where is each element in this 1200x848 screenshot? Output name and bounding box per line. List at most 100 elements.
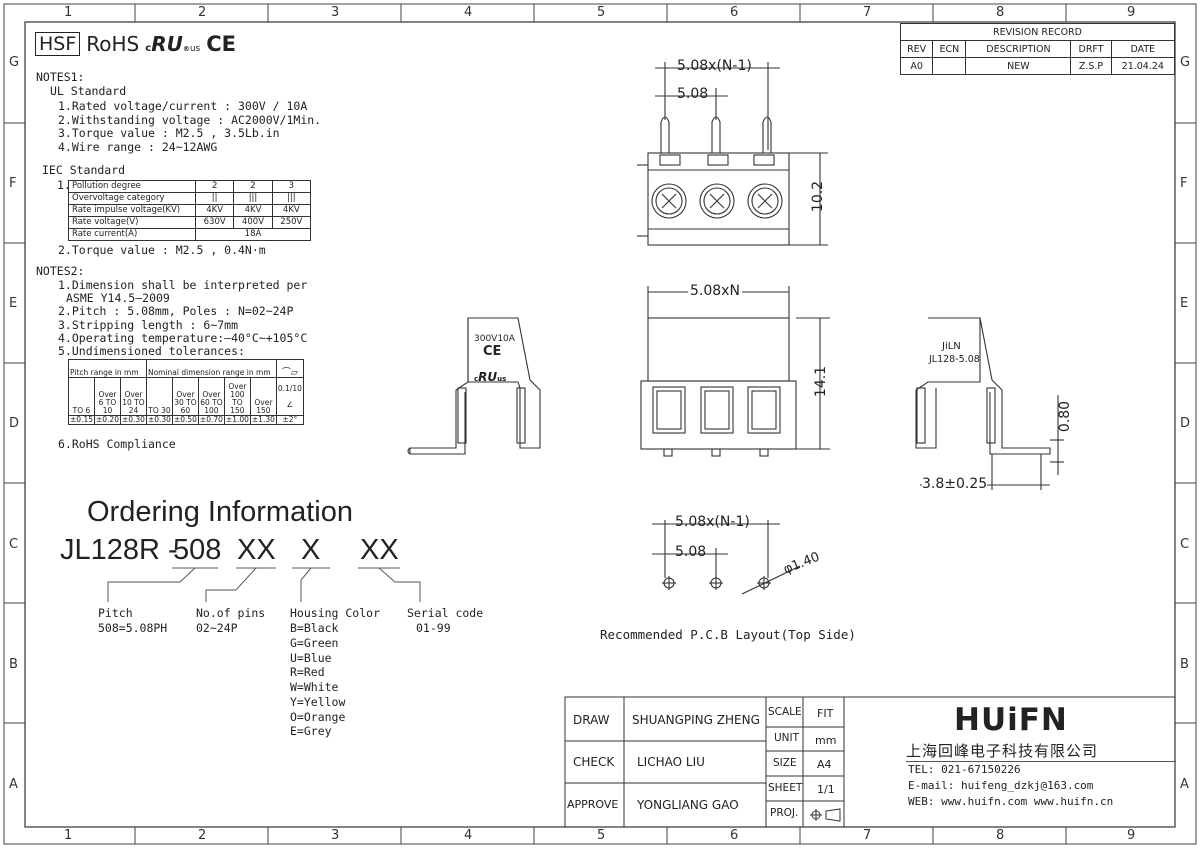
dim-top-pitch: 5.08 [677,86,709,102]
notes2-title: NOTES2: [36,264,85,278]
company-name: 上海回峰电子科技有限公司 [906,740,1176,762]
zone-col-7: 7 [863,5,872,20]
notes2-item-1: 1.Dimension shall be interpreted per [58,278,308,292]
right-side-view [915,317,1064,490]
zone-row-g-right: G [1180,55,1191,70]
side-model: JL128-5.08 [929,354,980,365]
dim-front-width: 5.08xN [688,283,742,299]
color-u: U=Blue [290,651,332,665]
side-ce-mark: CE [483,344,502,359]
zone-col-1-bottom: 1 [64,828,73,843]
rohs-compliance: 6.RoHS Compliance [58,437,176,451]
ce-logo: CE [206,32,236,56]
side-brand: JiLN [942,341,961,352]
zone-row-e: E [9,296,18,311]
left-side-view [407,317,541,455]
zone-row-f-right: F [1180,176,1188,191]
ordering-title: Ordering Information [87,496,353,528]
company-tel: TEL: 021-67150226 [908,763,1021,776]
sheet-value: 1/1 [817,783,835,796]
size-value: A4 [817,758,832,771]
zone-col-5-bottom: 5 [597,828,606,843]
dim-top-pitch-n: 5.08x(N-1) [677,58,752,74]
draw-name: SHUANGPING ZHENG [632,713,760,727]
zone-row-b-right: B [1180,657,1189,672]
zone-row-f: F [9,176,17,191]
zone-col-3: 3 [331,5,340,20]
front-view [640,286,830,457]
color-e: E=Grey [290,724,332,738]
color-b: B=Black [290,621,339,635]
pcb-caption: Recommended P.C.B Layout(Top Side) [600,627,856,642]
zone-row-c: C [9,537,19,552]
ul-item-3: 3.Torque value : M2.5 , 3.5Lb.in [58,126,280,140]
pcb-layout [652,520,801,595]
scale-value: FIT [817,707,834,720]
unit-label: UNIT [774,732,800,744]
notes2-item-5: 5.Undimensioned tolerances: [58,344,245,358]
zone-row-d: D [9,416,20,431]
color-y: Y=Yellow [290,695,346,709]
hsf-logo: HSF [35,32,81,56]
dim-pcb-pitch-n: 5.08x(N-1) [675,514,750,530]
draw-label: DRAW [573,713,610,727]
side-ul-mark: cRUus [474,370,507,384]
zone-row-a-right: A [1180,777,1189,792]
part-pins: XX [237,534,276,566]
projection-symbol-icon [810,808,841,822]
zone-col-6-bottom: 6 [730,828,739,843]
part-pitch: 508 [173,534,222,566]
zone-col-3-bottom: 3 [331,828,340,843]
zone-col-1: 1 [64,5,73,20]
part-serial: XX [360,534,399,566]
zone-col-4-bottom: 4 [464,828,473,843]
iec-standard-title: IEC Standard [42,163,126,177]
zone-col-9: 9 [1127,5,1136,20]
color-r: R=Red [290,665,325,679]
zone-col-7-bottom: 7 [863,828,872,843]
notes2-item-2: 2.Pitch : 5.08mm, Poles : N=02~24P [58,304,294,318]
zone-col-2: 2 [198,5,207,20]
color-o: O=Orange [290,710,346,724]
notes1-title: NOTES1: [36,70,85,84]
side-rating: 300V10A [474,334,515,344]
zone-col-2-bottom: 2 [198,828,207,843]
zone-row-c-right: C [1180,537,1190,552]
part-prefix: JL128R - [60,534,178,566]
zone-col-4: 4 [464,5,473,20]
company-web: WEB: www.huifn.com www.huifn.cn [908,795,1114,808]
zone-col-6: 6 [730,5,739,20]
part-color: X [301,534,321,566]
ul-item-4: 4.Wire range : 24~12AWG [58,140,218,154]
pins-label: No.of pins [196,606,266,620]
color-g: G=Green [290,636,339,650]
ordering-leaders [107,567,421,602]
check-name: LICHAO LIU [637,755,705,769]
size-label: SIZE [773,757,797,769]
check-label: CHECK [573,755,615,769]
zone-row-a: A [9,777,18,792]
approve-label: APPROVE [567,798,619,811]
color-label: Housing Color [290,606,381,620]
notes2-item-4: 4.Operating temperature:—40°C~+105°C [58,331,308,345]
scale-label: SCALE [768,706,802,718]
sheet-label: SHEET [768,782,803,794]
dim-pin-length: 3.8±0.25 [922,476,988,492]
iec-item-num: 1. [57,178,71,192]
iec-torque: 2.Torque value : M2.5 , 0.4N·m [58,243,266,257]
dim-pcb-pitch: 5.08 [675,544,707,560]
notes2-item-1b: ASME Y14.5—2009 [66,291,170,305]
tolerance-table: Pitch range in mm Nominal dimension rang… [68,359,304,425]
zone-row-e-right: E [1180,296,1189,311]
serial-value: 01-99 [416,621,451,635]
pitch-value: 508=5.08PH [98,621,168,635]
pitch-label: Pitch [98,606,133,620]
zone-col-8-bottom: 8 [996,828,1005,843]
zone-row-g: G [9,55,20,70]
